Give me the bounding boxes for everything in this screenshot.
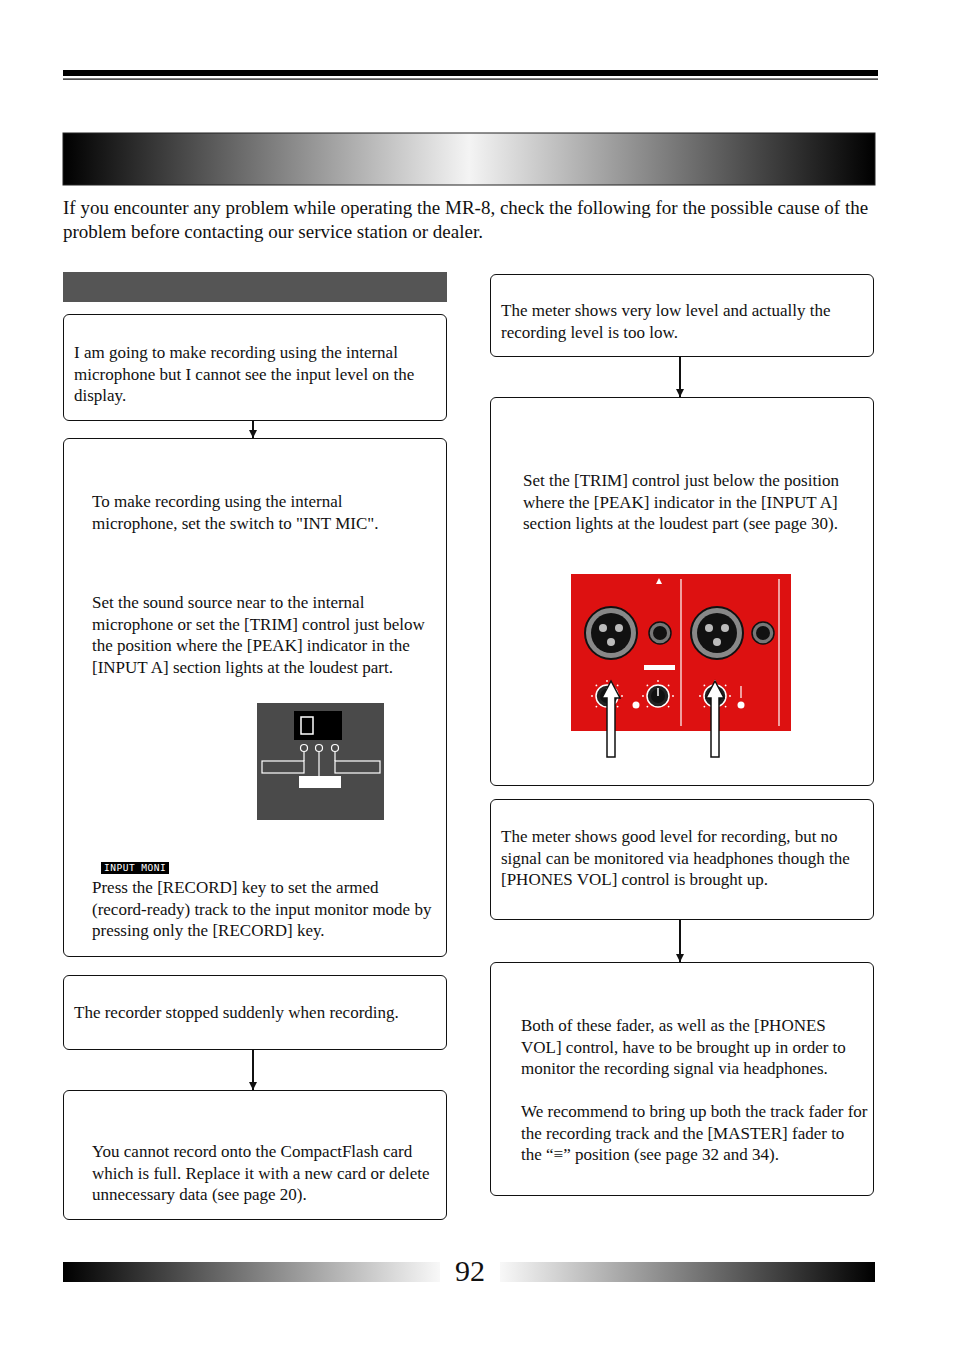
trouble-box: The meter shows very low level and actua… <box>490 274 874 357</box>
flow-arrow <box>679 357 681 397</box>
trouble-box: Set the [TRIM] control just below the po… <box>490 397 874 786</box>
trouble-box: You cannot record onto the CompactFlash … <box>63 1090 447 1220</box>
box-text: We recommend to bring up both the track … <box>521 1101 869 1166</box>
trouble-box: Both of these fader, as well as the [PHO… <box>490 962 874 1196</box>
box-text: Set the [TRIM] control just below the po… <box>523 470 865 535</box>
box-text: The meter shows good level for recording… <box>501 826 867 891</box>
page-number: 92 <box>440 1252 500 1290</box>
box-text: Set the sound source near to the interna… <box>92 592 440 678</box>
box-text: To make recording using the internal mic… <box>92 491 427 534</box>
switch-illustration <box>257 703 384 820</box>
trouble-box: I am going to make recording using the i… <box>63 314 447 421</box>
top-thin-rule <box>63 79 878 80</box>
box-text: Both of these fader, as well as the [PHO… <box>521 1015 869 1080</box>
intro-text: If you encounter any problem while opera… <box>63 196 883 244</box>
trouble-box: The meter shows good level for recording… <box>490 799 874 920</box>
section-band <box>63 272 447 302</box>
header-band <box>63 133 875 185</box>
box-text: I am going to make recording using the i… <box>74 342 440 407</box>
flow-arrow <box>252 1050 254 1090</box>
box-text: Press the [RECORD] key to set the armed … <box>92 877 432 942</box>
box-text: The recorder stopped suddenly when recor… <box>74 1002 440 1024</box>
input-panel-illustration <box>569 572 799 772</box>
flow-arrow <box>252 421 254 438</box>
trouble-box: The recorder stopped suddenly when recor… <box>63 975 447 1050</box>
box-text: You cannot record onto the CompactFlash … <box>92 1141 444 1206</box>
display-indicator: INPUT MONI <box>101 862 169 874</box>
trouble-box: To make recording using the internal mic… <box>63 438 447 957</box>
footer-bar <box>500 1262 875 1282</box>
flow-arrow <box>679 920 681 962</box>
box-text: The meter shows very low level and actua… <box>501 300 867 343</box>
footer-bar <box>63 1262 440 1282</box>
top-rule <box>63 70 878 76</box>
